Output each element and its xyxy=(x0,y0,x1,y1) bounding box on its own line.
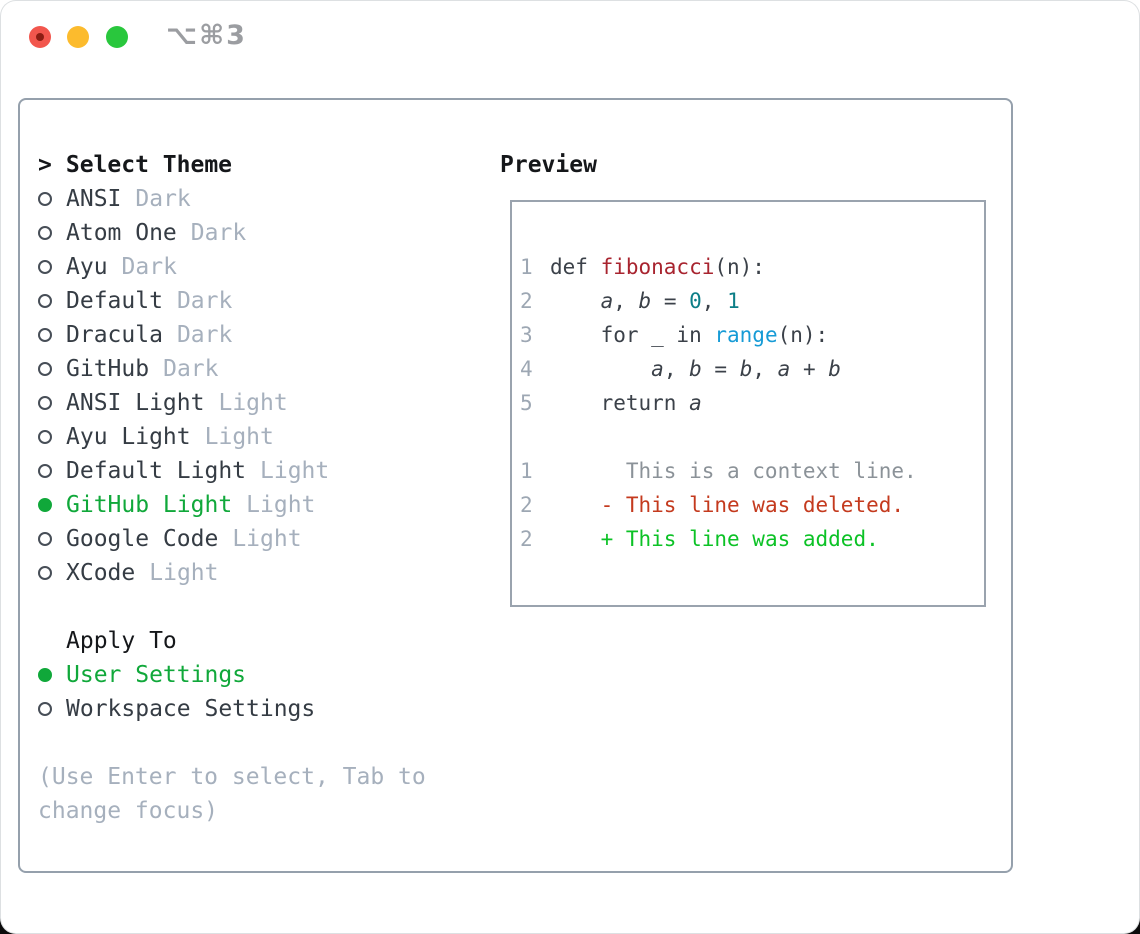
radio-icon xyxy=(38,396,52,410)
preview-title: Preview xyxy=(500,152,597,178)
line-number: 2 xyxy=(520,493,533,517)
line-number: 5 xyxy=(520,391,533,415)
diff-deleted-line: 2 - This line was deleted. xyxy=(520,493,905,517)
preview-box xyxy=(510,200,986,607)
line-number: 4 xyxy=(520,357,533,381)
code-line: 5 return a xyxy=(520,391,702,415)
radio-icon xyxy=(38,362,52,376)
window-title: ⌥⌘3 xyxy=(166,20,247,51)
close-button[interactable] xyxy=(29,26,51,48)
line-number: 2 xyxy=(520,289,533,313)
line-number: 1 xyxy=(520,459,533,483)
keyboard-hint: (Use Enter to select, Tab to change focu… xyxy=(38,764,426,824)
diff-context-line: 1 This is a context line. xyxy=(520,459,917,483)
apply-option-user-settings[interactable]: User Settings xyxy=(38,658,246,692)
radio-icon xyxy=(38,532,52,546)
apply-to-header: Apply To xyxy=(66,628,177,654)
code-line: 2 a, b = 0, 1 xyxy=(520,289,740,313)
code-line: 4 a, b = b, a + b xyxy=(520,357,841,381)
diff-added-line: 2 + This line was added. xyxy=(520,527,879,551)
radio-icon xyxy=(38,464,52,478)
apply-option-workspace-settings[interactable]: Workspace Settings xyxy=(38,692,315,726)
code-line: 3 for _ in range(n): xyxy=(520,323,829,347)
radio-selected-icon xyxy=(38,498,52,512)
select-theme-title: Select Theme xyxy=(65,152,233,178)
radio-icon xyxy=(38,566,52,580)
select-theme-header: > Select Theme xyxy=(38,148,232,182)
radio-icon xyxy=(38,192,52,206)
prompt-caret: > xyxy=(38,152,52,178)
zoom-button[interactable] xyxy=(106,26,128,48)
line-number: 2 xyxy=(520,527,533,551)
radio-icon xyxy=(38,226,52,240)
close-button-dot xyxy=(36,33,44,41)
radio-icon xyxy=(38,294,52,308)
minimize-button[interactable] xyxy=(67,26,89,48)
radio-selected-icon xyxy=(38,668,52,682)
radio-icon xyxy=(38,430,52,444)
radio-icon xyxy=(38,260,52,274)
radio-icon xyxy=(38,328,52,342)
radio-icon xyxy=(38,702,52,716)
line-number: 1 xyxy=(520,255,533,279)
line-number: 3 xyxy=(520,323,533,347)
